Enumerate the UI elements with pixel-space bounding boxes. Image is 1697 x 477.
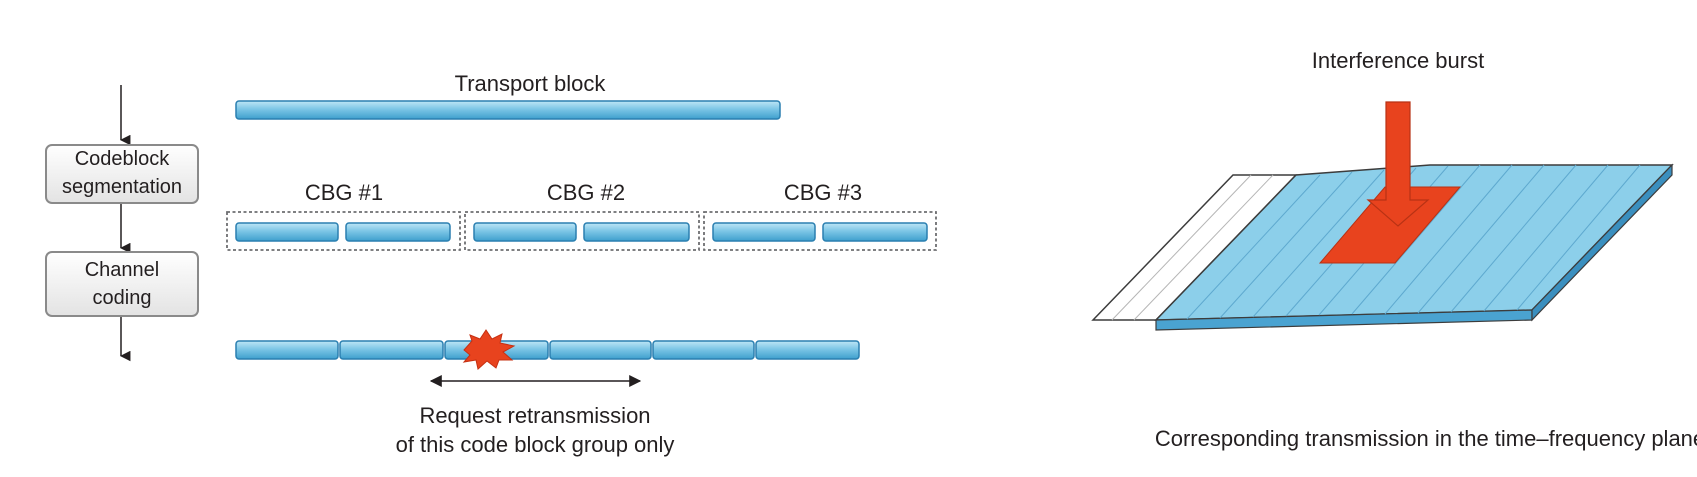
processing-chain: Codeblock segmentation Channel coding xyxy=(45,85,199,362)
step-label-line1: Codeblock xyxy=(75,148,171,170)
gridline xyxy=(1111,174,1252,321)
code-block xyxy=(583,222,690,242)
transport-block xyxy=(235,100,781,120)
coded-block-row xyxy=(235,329,860,370)
code-block-groups: CBG #1 CBG #2 CBG #3 xyxy=(226,180,937,251)
codeblock-segmentation-box: Codeblock segmentation xyxy=(45,144,199,204)
step-label-line2: coding xyxy=(93,287,152,309)
code-block xyxy=(473,222,577,242)
coded-block xyxy=(549,340,652,360)
code-block xyxy=(235,222,339,242)
channel-coding-box: Channel coding xyxy=(45,251,199,317)
time-frequency-plane: Interference burst Corresponding t xyxy=(1091,48,1697,451)
gridline xyxy=(1133,174,1274,321)
code-block xyxy=(822,222,928,242)
cbg-2: CBG #2 xyxy=(464,180,700,251)
cbg-dashed-outline xyxy=(703,211,937,251)
request-label-line2: of this code block group only xyxy=(396,432,675,457)
cbg-dashed-outline xyxy=(464,211,700,251)
cbg-label: CBG #1 xyxy=(305,180,383,205)
cbg-label: CBG #2 xyxy=(547,180,625,205)
interference-burst-label: Interference burst xyxy=(1312,48,1484,73)
cbg-label: CBG #3 xyxy=(784,180,862,205)
coded-block xyxy=(235,340,339,360)
transport-block-group: Transport block xyxy=(235,71,781,120)
plane-caption: Corresponding transmission in the time–f… xyxy=(1155,426,1697,451)
request-label-line1: Request retransmission xyxy=(419,403,650,428)
interference-burst-icon xyxy=(462,329,516,370)
interference-arrow-icon xyxy=(1366,101,1430,227)
step-label-line2: segmentation xyxy=(62,176,182,198)
step-label-line1: Channel xyxy=(85,259,160,281)
coded-block xyxy=(652,340,755,360)
interference-region xyxy=(1318,186,1462,264)
coded-block xyxy=(339,340,444,360)
code-block xyxy=(345,222,451,242)
plane-side-face xyxy=(1531,163,1673,322)
transport-block-label: Transport block xyxy=(455,71,607,96)
cbg-1: CBG #1 xyxy=(226,180,461,251)
cbg-dashed-outline xyxy=(226,211,461,251)
cbg-3: CBG #3 xyxy=(703,180,937,251)
coded-block xyxy=(755,340,860,360)
code-block xyxy=(712,222,816,242)
